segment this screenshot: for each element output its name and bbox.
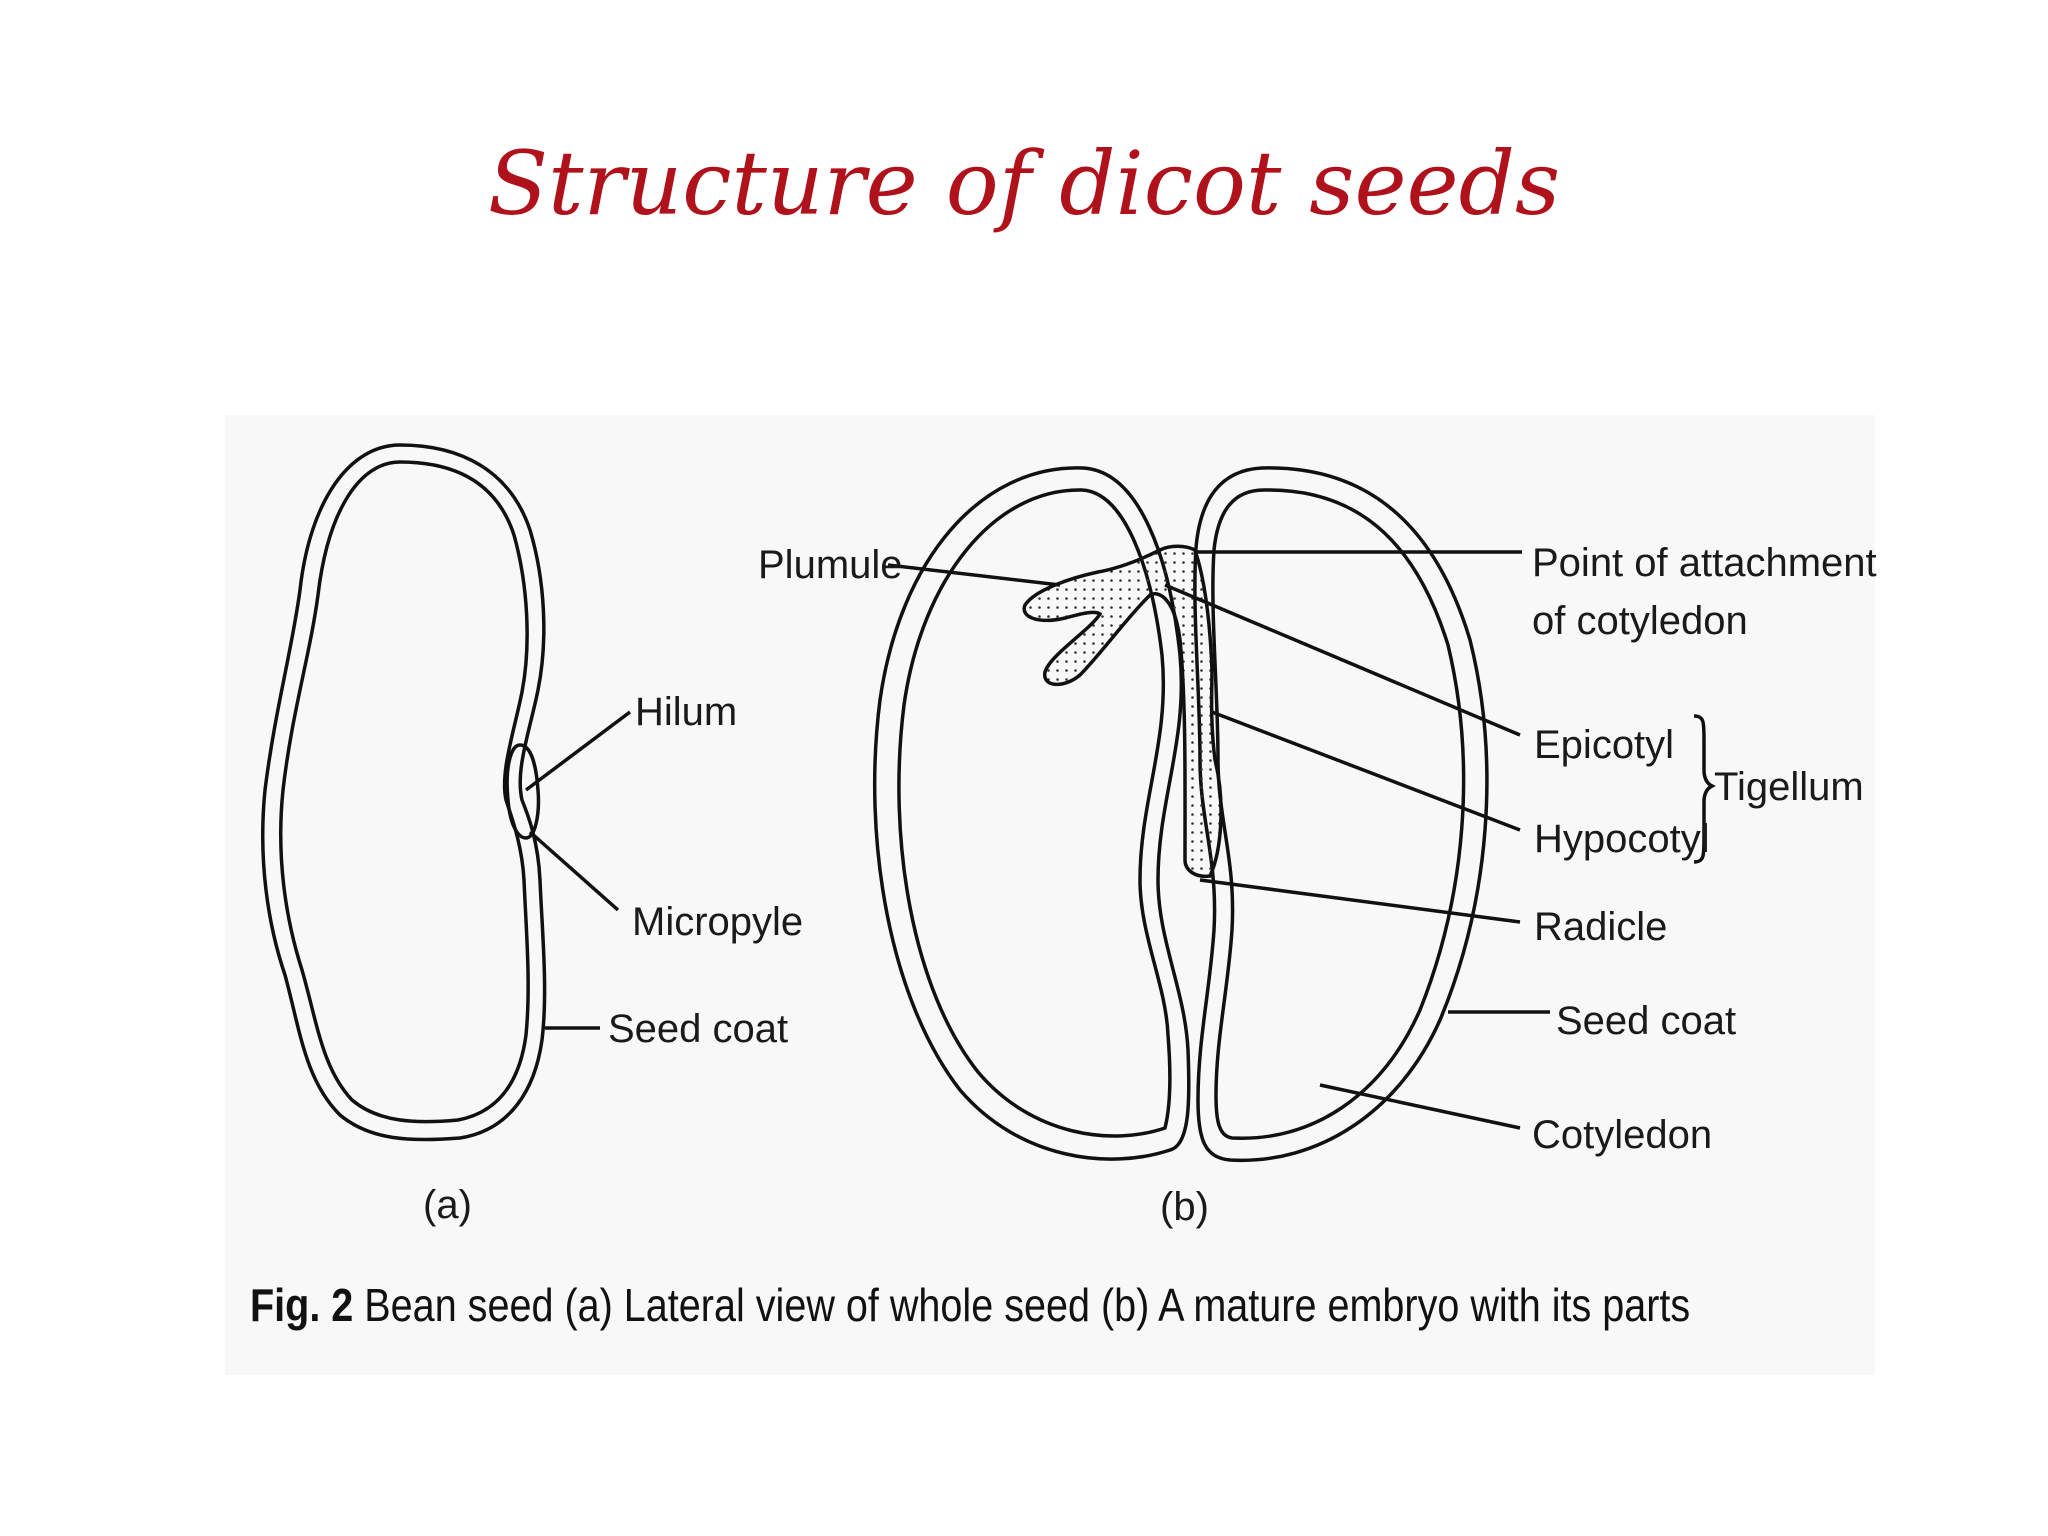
seed-coat-inner-outline (278, 460, 530, 1124)
figure-a-sublabel: (a) (423, 1183, 472, 1227)
tigellum-label: Tigellum (1714, 765, 1864, 809)
figure-b-sublabel: (b) (1160, 1185, 1209, 1229)
tigellum-brace (1693, 714, 1716, 864)
point-of-attachment-label-1: Point of attachment (1532, 541, 1877, 585)
hilum-label: Hilum (635, 690, 737, 734)
right-cotyledon-inner (1211, 488, 1466, 1140)
left-cotyledon-inner (897, 488, 1172, 1138)
hypocotyl-label: Hypocotyl (1534, 817, 1710, 861)
plumule-label: Plumule (758, 543, 903, 587)
embryo-drawing (872, 466, 1716, 1163)
hilum-shape (505, 743, 541, 840)
seed-coat-outer-outline (260, 443, 547, 1142)
left-cotyledon-outer (872, 466, 1191, 1161)
micropyle-label: Micropyle (632, 900, 803, 944)
epicotyl-pointer (1164, 583, 1521, 737)
seed-coat-label-a: Seed coat (608, 1007, 788, 1051)
epicotyl-label: Epicotyl (1534, 723, 1674, 767)
hilum-pointer (524, 710, 632, 792)
seed-coat-label-b: Seed coat (1556, 999, 1736, 1043)
radicle-pointer (1199, 878, 1521, 924)
point-of-attachment-label-2: of cotyledon (1532, 599, 1748, 643)
radicle-label: Radicle (1534, 905, 1667, 949)
hypocotyl-pointer (1211, 710, 1521, 832)
micropyle-pointer (528, 830, 620, 912)
cotyledon-pointer (1319, 1083, 1521, 1130)
caption-text: Bean seed (a) Lateral view of whole seed… (364, 1279, 1691, 1331)
embryo-axis (1022, 544, 1223, 879)
cotyledon-label: Cotyledon (1532, 1113, 1712, 1157)
caption-prefix: Fig. 2 (250, 1279, 354, 1331)
whole-seed-drawing (260, 443, 632, 1142)
slide-title: Structure of dicot seeds (487, 132, 1561, 235)
figure-caption: Fig. 2 Bean seed (a) Lateral view of who… (250, 1278, 1690, 1332)
figure-panel (225, 415, 1875, 1375)
right-cotyledon-outer (1193, 466, 1489, 1163)
plumule-pointer (887, 563, 1061, 587)
